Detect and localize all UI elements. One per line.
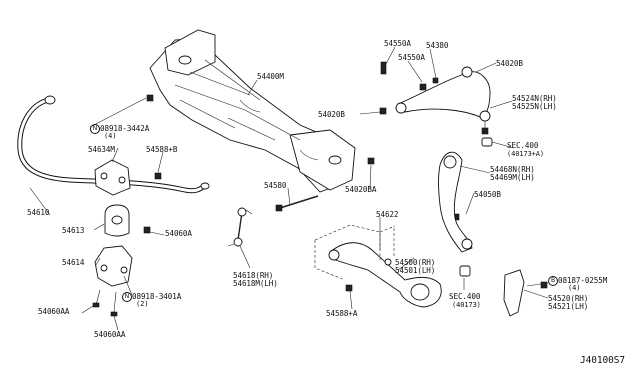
label-54050b: 54050B (474, 190, 501, 199)
label-54618-rh: 54618(RH) (233, 271, 274, 280)
label-54469m: 54469M(LH) (490, 173, 535, 182)
label-54588a: 54588+A (326, 309, 358, 318)
label-54500-rh: 54500(RH) (395, 258, 436, 267)
label-54613: 54613 (62, 226, 85, 235)
label-54524n: 54524N(RH) (512, 94, 557, 103)
label-08918-3442a-qty: (4) (104, 132, 117, 140)
leader-lines (29, 46, 549, 331)
label-54060a: 54060A (165, 229, 192, 238)
bracket-54634m (94, 159, 131, 196)
stabilizer-link-54618 (227, 207, 253, 247)
label-54614: 54614 (62, 258, 85, 267)
label-sec400-bottom-sub: (40173) (452, 301, 481, 309)
bracket-54520 (503, 269, 525, 317)
nut-symbol-n: N (90, 124, 100, 134)
label-54525n: 54525N(LH) (512, 102, 557, 111)
label-08918-3442a: 08918-3442A (100, 124, 150, 133)
label-54400m: 54400M (257, 72, 284, 81)
label-54468n: 54468N(RH) (490, 165, 535, 174)
label-54020ba: 54020BA (345, 185, 377, 194)
lower-arm-54500 (328, 242, 442, 308)
label-08918-3401a-qty: (2) (136, 300, 149, 308)
label-08187-0255m: 08187-0255M (558, 276, 608, 285)
label-54020b-2: 54020B (318, 110, 345, 119)
label-54550a-2: 54550A (398, 53, 425, 62)
label-54634m: 54634M (88, 145, 115, 154)
label-54060aa-2: 54060AA (94, 330, 126, 339)
small-fasteners (143, 61, 548, 292)
crossmember-54400m (149, 29, 356, 193)
diagram-code: J40100S7 (580, 355, 625, 366)
label-54380: 54380 (426, 41, 449, 50)
label-54521-lh: 54521(LH) (548, 302, 589, 311)
sec400-bushings (459, 137, 493, 277)
label-54588b: 54588+B (146, 145, 178, 154)
label-54580: 54580 (264, 181, 287, 190)
bolt-symbol-b: B (548, 276, 558, 286)
label-54520-rh: 54520(RH) (548, 294, 589, 303)
label-08918-3401a: 08918-3401A (132, 292, 182, 301)
label-sec400-top-sub: (40173+A) (507, 150, 545, 158)
label-54610: 54610 (27, 208, 50, 217)
label-sec400-top: SEC.400 (507, 141, 539, 150)
bracket-54614 (92, 245, 133, 317)
label-54060aa-1: 54060AA (38, 307, 70, 316)
label-54622: 54622 (376, 210, 399, 219)
label-sec400-bottom: SEC.400 (449, 292, 481, 301)
upper-link-54524n (395, 66, 491, 135)
nut-symbol-n-2: N (122, 292, 132, 302)
label-08187-0255m-qty: (4) (568, 284, 581, 292)
bolt-54580 (275, 195, 319, 212)
label-54550a-1: 54550A (384, 39, 411, 48)
label-54618m-lh: 54618M(LH) (233, 279, 278, 288)
label-54501-lh: 54501(LH) (395, 266, 436, 275)
lower-link-54468n (438, 151, 473, 253)
bushing-54613 (104, 204, 130, 237)
label-54020b-1: 54020B (496, 59, 523, 68)
